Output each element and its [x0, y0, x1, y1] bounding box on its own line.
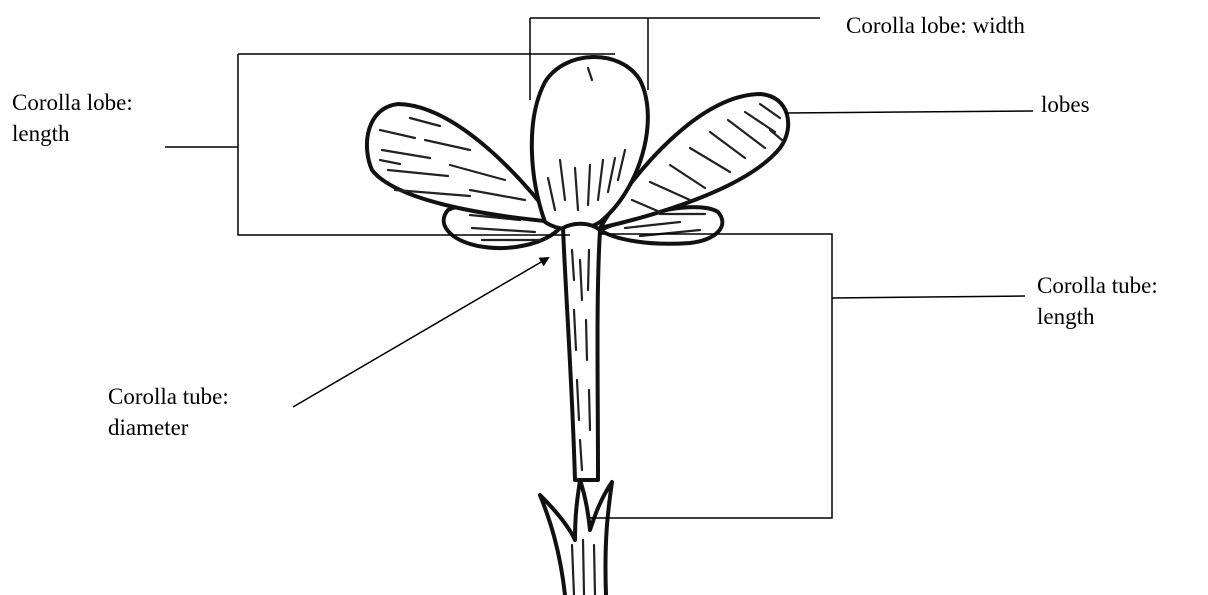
lobe-width-label: Corolla lobe: width [846, 10, 1025, 41]
lobe-length-label: Corolla lobe: length [12, 87, 133, 149]
calyx [540, 480, 612, 595]
tube-length-line1: Corolla tube: [1037, 270, 1158, 301]
lobe-width-text: Corolla lobe: width [846, 10, 1025, 41]
lobe-length-line2: length [12, 118, 133, 149]
corolla-tube [563, 224, 600, 480]
tube-diameter-line1: Corolla tube: [108, 381, 229, 412]
tube-length-line2: length [1037, 301, 1158, 332]
lobes-label: lobes [1041, 89, 1090, 120]
tube-length-bracket [590, 234, 1025, 518]
lobe-length-line1: Corolla lobe: [12, 87, 133, 118]
tube-diameter-label: Corolla tube: diameter [108, 381, 229, 443]
tube-length-label: Corolla tube: length [1037, 270, 1158, 332]
lobes-text: lobes [1041, 89, 1090, 120]
calyx-hatching [572, 540, 595, 595]
tube-diameter-line2: diameter [108, 412, 229, 443]
tube-diameter-arrow [293, 258, 548, 407]
lobes-pointer [786, 111, 1033, 113]
